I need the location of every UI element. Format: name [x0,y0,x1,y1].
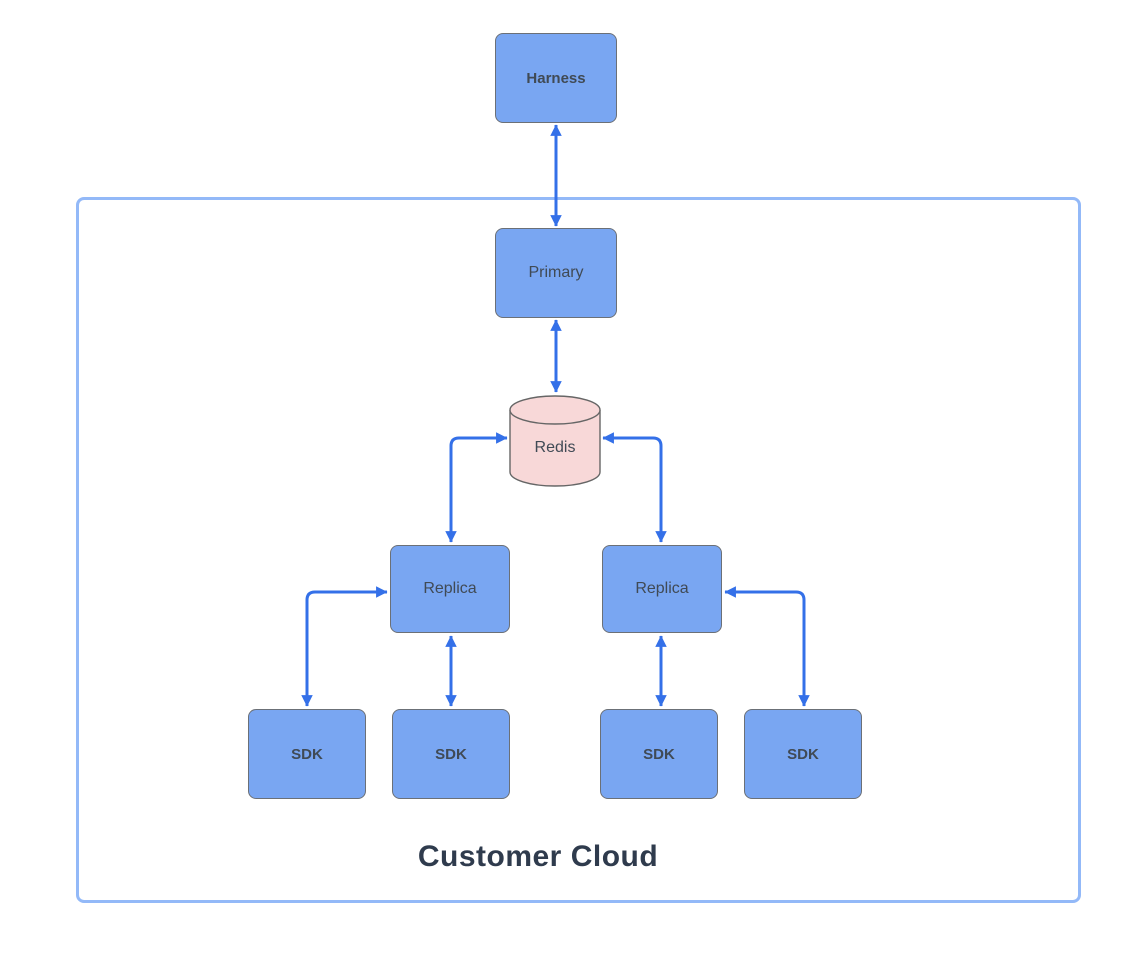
node-replica-right: Replica [602,545,722,633]
node-redis-label: Redis [534,439,576,456]
node-sdk-4: SDK [744,709,862,799]
edge-replica-right-sdk-4 [724,586,810,707]
node-sdk-3: SDK [600,709,718,799]
node-sdk-3-label: SDK [643,745,675,763]
node-primary-label: Primary [528,264,584,281]
node-replica-left: Replica [390,545,510,633]
edge-redis-replica-left [445,432,508,543]
edge-redis-replica-right [602,432,667,543]
node-primary: Primary [495,228,617,318]
edge-replica-left-sdk-1 [301,586,388,707]
node-sdk-1-label: SDK [291,745,323,763]
node-sdk-2-label: SDK [435,745,467,763]
node-sdk-1: SDK [248,709,366,799]
node-replica-left-label: Replica [423,580,477,597]
customer-cloud-boundary [76,197,1081,903]
node-replica-right-label: Replica [635,580,689,597]
node-sdk-4-label: SDK [787,745,819,763]
node-harness: Harness [495,33,617,123]
cylinder-shape-icon [509,395,601,487]
node-harness-label: Harness [526,69,586,87]
node-redis: Redis [509,395,601,487]
customer-cloud-label: Customer Cloud [417,840,659,873]
node-sdk-2: SDK [392,709,510,799]
